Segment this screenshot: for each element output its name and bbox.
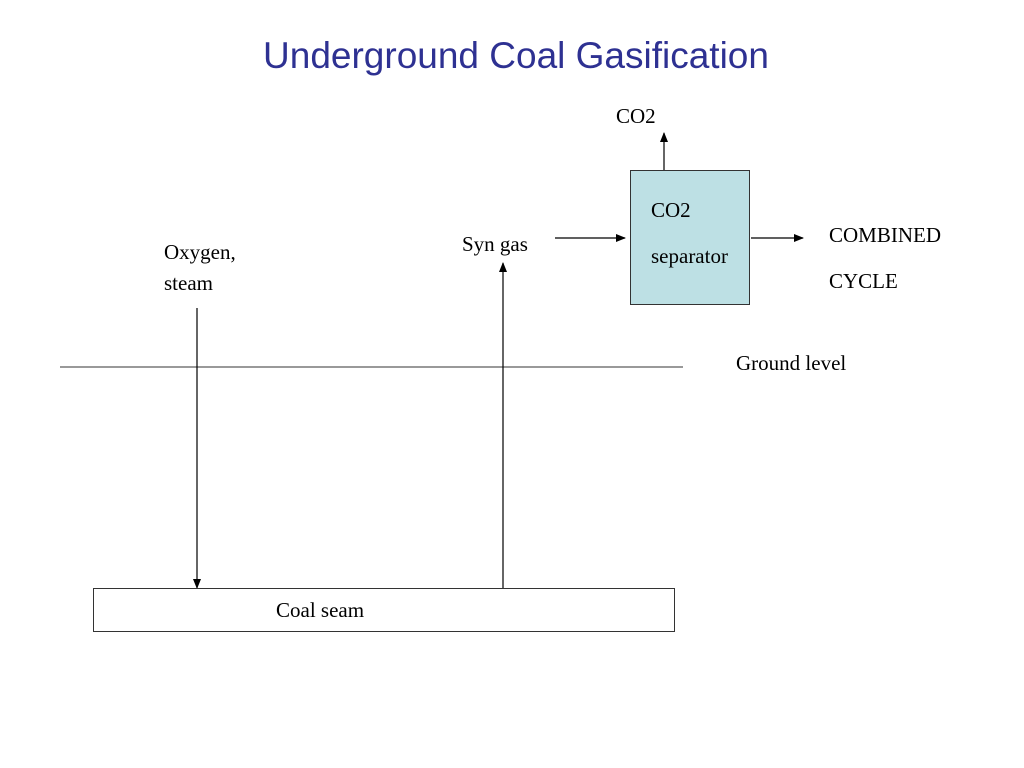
oxygen-steam-label-line2: steam <box>164 271 213 295</box>
oxygen-steam-label-line1: Oxygen, <box>164 240 236 264</box>
combined-cycle-label-line1: COMBINED <box>829 223 942 247</box>
page-title: Underground Coal Gasification <box>263 35 769 76</box>
coal-seam-box <box>93 588 675 632</box>
co2-output-label: CO2 <box>616 104 656 128</box>
syn-gas-label: Syn gas <box>462 232 528 256</box>
co2-separator-box <box>630 170 750 305</box>
separator-label-line1: CO2 <box>651 198 691 222</box>
separator-label-line2: separator <box>651 244 728 268</box>
combined-cycle-label-line2: CYCLE <box>829 269 898 293</box>
ground-level-label: Ground level <box>736 351 847 375</box>
coal-seam-label: Coal seam <box>276 598 365 622</box>
